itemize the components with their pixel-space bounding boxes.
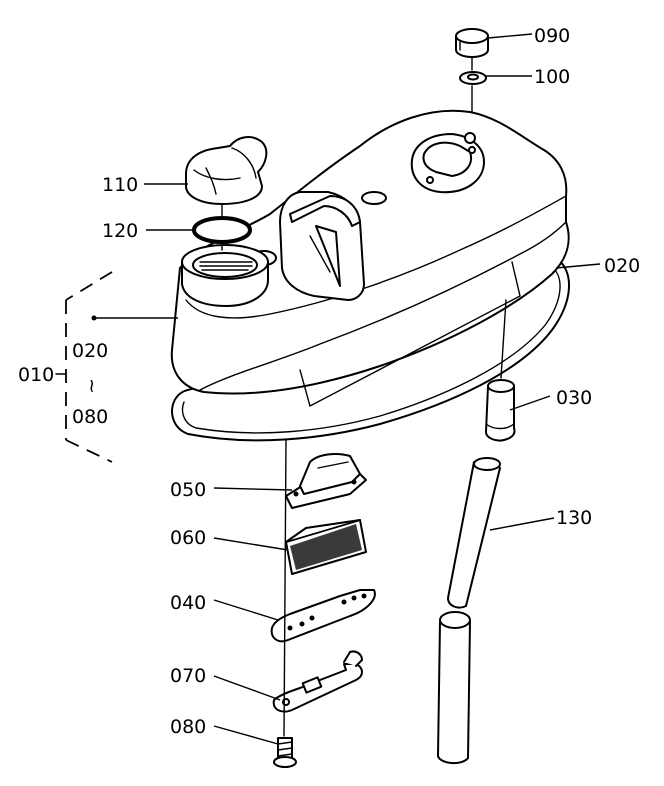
label-040: 040 (170, 592, 206, 614)
connector-030 (485, 379, 516, 442)
bolt-080 (273, 737, 297, 768)
hose-130 (437, 457, 501, 764)
rocker-cover (170, 109, 570, 408)
label-080: 080 (170, 716, 206, 738)
label-tilde: ~ (81, 378, 103, 394)
o-ring-120 (192, 216, 252, 244)
filter-element-060 (285, 519, 367, 575)
label-030: 030 (556, 387, 592, 409)
label-130: 130 (556, 507, 592, 529)
label-020-range: 020 (72, 340, 108, 362)
breather-housing (279, 191, 365, 301)
cap-090 (455, 28, 489, 58)
oil-filler-cap-110 (185, 136, 268, 205)
label-020: 020 (604, 255, 640, 277)
label-110: 110 (102, 174, 138, 196)
label-070: 070 (170, 665, 206, 687)
bracket-plate-070 (272, 650, 363, 713)
baffle-plate-040 (270, 589, 376, 643)
label-010: 010 (18, 364, 54, 386)
washer-100 (459, 71, 487, 85)
label-100: 100 (534, 66, 570, 88)
breather-cover-050 (285, 453, 367, 509)
label-120: 120 (102, 220, 138, 242)
label-050: 050 (170, 479, 206, 501)
label-060: 060 (170, 527, 206, 549)
label-080-range: 080 (72, 406, 108, 428)
label-090: 090 (534, 25, 570, 47)
assembly-dashed-bracket (55, 271, 113, 463)
